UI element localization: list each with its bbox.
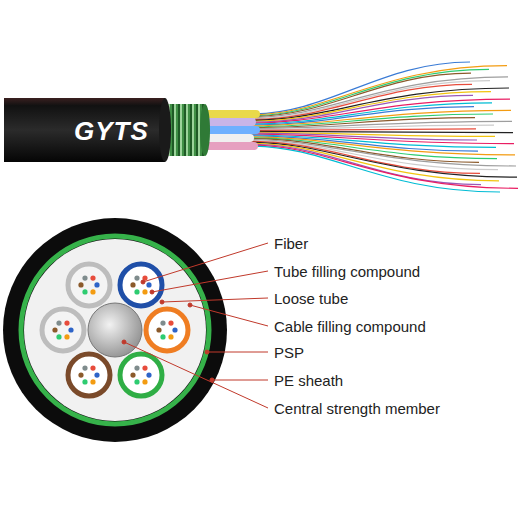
fiber: [64, 320, 69, 325]
part-label: Central strength member: [274, 401, 440, 416]
fiber-strand: [250, 125, 494, 129]
part-label: PSP: [274, 345, 304, 360]
fiber: [130, 282, 135, 287]
fiber: [142, 289, 147, 294]
fiber: [82, 289, 87, 294]
fiber: [130, 372, 135, 377]
fiber: [90, 366, 95, 371]
psp-ring: [21, 236, 209, 424]
fiber-strand: [250, 73, 471, 117]
fiber-strand: [250, 77, 508, 118]
fiber: [134, 379, 139, 384]
fiber: [78, 372, 83, 377]
leader-line: [212, 380, 268, 381]
loose-tube: [146, 309, 188, 351]
fiber: [94, 372, 99, 377]
fiber: [160, 334, 165, 339]
central-strength-member: [88, 303, 142, 357]
leader-line: [143, 243, 268, 282]
fiber: [156, 327, 161, 332]
leader-dot: [188, 303, 192, 307]
part-label: Cable filling compound: [274, 319, 426, 334]
cable-marking: GYTS: [74, 118, 149, 144]
fiber: [90, 379, 95, 384]
leader-dot: [150, 290, 154, 294]
leader-dot: [141, 280, 145, 284]
pe-sheath-section: [3, 218, 227, 442]
loose-tube: [68, 354, 110, 396]
loose-tube: [68, 264, 110, 306]
fiber: [146, 372, 151, 377]
leader-line: [162, 298, 268, 302]
fiber: [82, 275, 87, 280]
fiber: [168, 320, 173, 325]
fiber: [68, 327, 73, 332]
fiber: [142, 366, 147, 371]
fiber: [82, 366, 87, 371]
fiber: [90, 275, 95, 280]
loose-tube: [120, 264, 162, 306]
fiber: [134, 289, 139, 294]
part-label: Fiber: [274, 236, 308, 251]
loose-tube: [120, 354, 162, 396]
loose-tube: [42, 309, 84, 351]
fiber: [134, 366, 139, 371]
fiber-strand: [250, 121, 512, 128]
loose-tubes: [42, 264, 188, 396]
fiber: [142, 379, 147, 384]
fiber: [82, 379, 87, 384]
fiber-strands: [250, 62, 518, 192]
leader-dot: [205, 350, 209, 354]
fiber: [168, 334, 173, 339]
fiber: [52, 327, 57, 332]
part-label: Loose tube: [274, 291, 348, 306]
fiber: [160, 320, 165, 325]
fiber: [90, 289, 95, 294]
fiber: [56, 320, 61, 325]
fiber-strand: [250, 145, 518, 188]
fiber-strand: [250, 129, 476, 131]
pe-sheath: [4, 98, 165, 162]
leader-line: [152, 271, 268, 292]
fiber: [172, 327, 177, 332]
cable-filling-compound: [24, 239, 206, 421]
leader-dot: [122, 340, 126, 344]
fiber: [146, 282, 151, 287]
fiber: [94, 282, 99, 287]
leader-lines: [122, 243, 268, 408]
fiber: [56, 334, 61, 339]
leader-dot: [160, 300, 164, 304]
fiber: [78, 282, 83, 287]
pe-sheath-end: [159, 98, 171, 162]
part-label: PE sheath: [274, 373, 343, 388]
leader-line: [124, 342, 268, 408]
fiber: [64, 334, 69, 339]
leader-line: [190, 305, 268, 326]
fiber-strand: [250, 144, 481, 184]
fiber-strand: [250, 103, 492, 124]
fiber: [134, 275, 139, 280]
part-label: Tube filling compound: [274, 264, 420, 279]
leader-line: [207, 352, 268, 353]
psp-armor-end: [200, 104, 210, 156]
fiber-strand: [250, 146, 500, 192]
fiber-strand: [250, 81, 490, 119]
